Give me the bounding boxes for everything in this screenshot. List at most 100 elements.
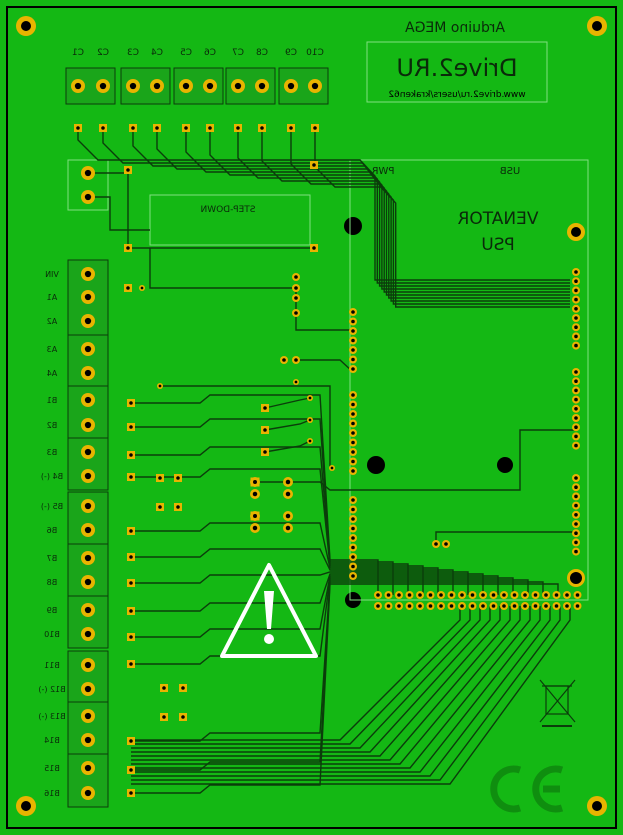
top-terminal-smd-drill	[313, 126, 317, 130]
left-label: A4	[47, 369, 58, 378]
header-pin-drill	[574, 531, 578, 535]
trace	[261, 128, 570, 302]
smd-pad-drill	[126, 286, 130, 290]
header-pin-drill	[491, 604, 496, 608]
header-pin-drill	[574, 425, 578, 430]
top-label: C8	[256, 48, 268, 58]
header-pin-drill	[574, 288, 578, 293]
left-label: B15	[44, 764, 60, 773]
trace	[131, 522, 439, 595]
header-pin-drill	[533, 593, 538, 597]
header-pin-drill	[575, 604, 580, 608]
header-pin-drill	[351, 329, 355, 333]
trace	[131, 571, 469, 595]
header-pin-drill	[470, 593, 475, 597]
top-label: C1	[72, 48, 84, 58]
module-title: VENATOR	[457, 209, 538, 229]
smd-pad-drill	[176, 476, 180, 480]
smd-pad-drill	[129, 401, 133, 405]
top-terminal-smd-drill	[289, 126, 293, 130]
left-terminal-pad-drill	[84, 554, 92, 562]
left-label: B3	[47, 448, 58, 457]
header-pin-drill	[351, 310, 355, 314]
top-label: C3	[127, 48, 139, 58]
header-pin-drill	[351, 357, 355, 362]
trace	[290, 128, 570, 305]
recycle-bin-icon	[539, 679, 576, 727]
left-label: VIN	[45, 270, 59, 279]
trace	[131, 606, 481, 749]
left-label: B5 (-)	[41, 502, 63, 511]
smd-pad-drill	[162, 715, 166, 719]
header-pin-drill	[502, 604, 506, 608]
header-pin-drill	[428, 604, 433, 608]
smd-pad-drill	[158, 476, 162, 480]
module-subtitle: PSU	[481, 235, 515, 255]
silkscreen-outlines	[67, 41, 589, 601]
header-pin-drill	[428, 593, 433, 597]
left-terminal-pad-drill	[84, 685, 92, 693]
top-terminal-smd-drill	[155, 126, 159, 130]
header-title: Arduino MEGA	[405, 20, 505, 36]
header-pin-drill	[397, 604, 401, 608]
warning-icon	[220, 563, 318, 658]
header-pin-drill	[439, 604, 443, 608]
trace	[131, 575, 499, 638]
top-label: C2	[97, 48, 109, 58]
arduino-header-pins	[139, 268, 582, 610]
header-pin-drill	[574, 270, 578, 274]
smd-pad-drill	[129, 662, 133, 666]
trace	[255, 429, 576, 491]
trace	[131, 606, 541, 773]
left-terminal-pad-drill	[84, 345, 92, 353]
pwr-label: PWR	[372, 166, 395, 177]
trace	[131, 418, 394, 595]
trace	[132, 128, 570, 287]
header-pin-drill	[574, 434, 578, 439]
top-terminal-blocks	[65, 67, 329, 132]
header-pin-drill	[351, 412, 355, 416]
relay-pin-drill	[252, 525, 258, 531]
top-terminal-smd-drill	[184, 126, 188, 130]
mounting-holes	[16, 16, 607, 816]
header-pin-drill	[397, 593, 401, 597]
trace	[88, 196, 150, 231]
smd-pad-drill	[129, 581, 133, 585]
input-terminal-pad-drill	[84, 193, 92, 201]
smd-pad-drill	[129, 453, 133, 457]
usb-label: USB	[500, 166, 521, 177]
relay-pin-drill	[285, 525, 291, 531]
trace	[131, 573, 484, 612]
left-terminal-pad-drill	[84, 712, 92, 720]
top-terminal-pad-drill	[153, 82, 161, 90]
via-drill	[158, 384, 162, 388]
header-pin-drill	[523, 604, 527, 608]
header-pin-drill	[481, 593, 485, 597]
header-pin-drill	[418, 593, 422, 597]
smd-pad-drill	[129, 768, 133, 772]
header-pin-drill	[351, 574, 355, 578]
left-terminal-pad-drill	[84, 630, 92, 638]
trace	[131, 446, 409, 595]
header-pin-drill	[574, 397, 578, 402]
header-pin-drill	[351, 393, 355, 397]
left-terminal-pad-drill	[84, 764, 92, 772]
header-pin-drill	[407, 593, 412, 597]
trace	[131, 606, 551, 777]
trace	[237, 128, 570, 299]
left-label: B2	[47, 421, 58, 430]
header-pin-drill	[574, 407, 578, 411]
trace	[131, 583, 559, 794]
header-pin-drill	[351, 545, 355, 550]
smd-pad-drill	[263, 406, 267, 410]
top-terminal-pad-drill	[258, 82, 266, 90]
left-terminal-pad-drill	[84, 317, 92, 325]
trace	[131, 548, 454, 595]
via-drill	[330, 466, 334, 470]
header-pin-drill	[574, 443, 578, 448]
header-pin-drill	[574, 297, 578, 302]
trace	[131, 577, 514, 665]
header-pin-drill	[574, 485, 578, 490]
header-pin-drill	[376, 604, 380, 608]
